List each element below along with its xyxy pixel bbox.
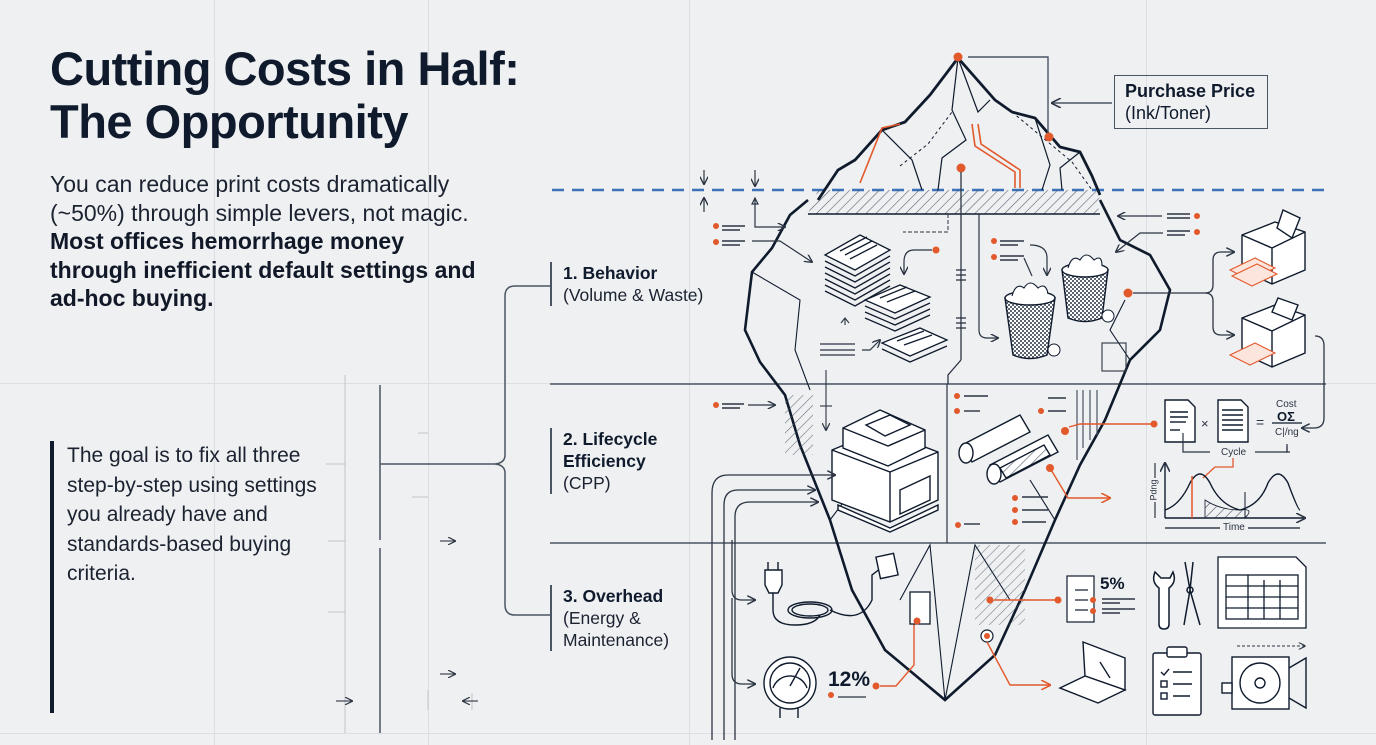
grid-line bbox=[689, 0, 690, 745]
formula-mid: OΣ bbox=[1277, 409, 1295, 424]
grid-line bbox=[214, 0, 215, 745]
grid-line bbox=[428, 0, 429, 745]
cycle-label: Cycle bbox=[1219, 447, 1249, 458]
chart-x-label: Time bbox=[1220, 522, 1248, 533]
spreadsheet-icon bbox=[1217, 556, 1307, 629]
paper-stack-icon bbox=[823, 234, 949, 363]
feed-arrows bbox=[711, 475, 835, 740]
fan-unit-icon bbox=[1221, 656, 1307, 710]
pliers-icon bbox=[1183, 561, 1201, 626]
maintenance-percent: 5% bbox=[1100, 574, 1125, 593]
document-icon bbox=[1164, 399, 1196, 443]
iceberg-tip bbox=[816, 55, 1102, 201]
legend-markers-left bbox=[722, 225, 745, 246]
grid-line bbox=[1146, 0, 1147, 745]
lever-heading: 3. Overhead bbox=[563, 586, 664, 606]
clipboard-checklist-icon bbox=[1152, 646, 1202, 716]
intro-bold-text: Most offices hemorrhage money through in… bbox=[50, 228, 476, 311]
formula-denominator: C|/ng bbox=[1275, 427, 1299, 438]
printer-icon bbox=[1228, 209, 1306, 287]
formula-times: × bbox=[1201, 416, 1209, 431]
purchase-price-label: Purchase Price (Ink/Toner) bbox=[1114, 75, 1268, 129]
gauge-icon bbox=[763, 656, 817, 718]
lever-subtitle: (Energy & Maintenance) bbox=[563, 608, 670, 650]
wrench-icon bbox=[1152, 570, 1176, 630]
connector-lines bbox=[379, 285, 1326, 733]
trash-bin-icon bbox=[1061, 254, 1115, 323]
tip-accent-lines bbox=[859, 123, 1021, 188]
tip-marker bbox=[953, 52, 963, 62]
title-line-2: The Opportunity bbox=[50, 95, 409, 148]
small-arrows bbox=[336, 541, 478, 701]
toner-cartridge-icon bbox=[958, 414, 1059, 485]
faint-ticks bbox=[326, 375, 473, 733]
printer-icon bbox=[1228, 297, 1306, 368]
title-line-1: Cutting Costs in Half: bbox=[50, 42, 520, 95]
plug-icon bbox=[764, 552, 899, 626]
iceberg-facets bbox=[751, 271, 1131, 701]
maintenance-sheet-icon bbox=[1066, 575, 1095, 623]
lever-lifecycle: 2. Lifecycle Efficiency (CPP) bbox=[550, 428, 683, 494]
lever-subtitle: (Volume & Waste) bbox=[563, 285, 704, 305]
goal-callout: The goal is to fix all three step-by-ste… bbox=[50, 441, 352, 713]
lever-heading: 2. Lifecycle Efficiency bbox=[563, 429, 658, 471]
vertical-bars bbox=[1076, 390, 1098, 460]
chart-y-label: Pdng bbox=[1148, 479, 1159, 501]
cycle-chart bbox=[1165, 463, 1305, 529]
purchase-price-heading: Purchase Price bbox=[1125, 81, 1256, 101]
page-title: Cutting Costs in Half: The Opportunity bbox=[50, 42, 520, 148]
purchase-price-subtitle: (Ink/Toner) bbox=[1125, 103, 1212, 123]
formula-equals: = bbox=[1256, 414, 1265, 430]
lever-overhead: 3. Overhead (Energy & Maintenance) bbox=[550, 585, 688, 651]
laptop-wrench-icon bbox=[1058, 640, 1127, 704]
energy-percent: 12% bbox=[828, 668, 871, 691]
grid-line bbox=[0, 733, 1376, 734]
document-icon bbox=[1217, 399, 1249, 443]
intro-paragraph: You can reduce print costs dramatically … bbox=[50, 170, 480, 313]
multifunction-printer-icon bbox=[831, 409, 939, 533]
lever-behavior: 1. Behavior (Volume & Waste) bbox=[550, 262, 703, 306]
formula-numerator: Cost bbox=[1276, 399, 1297, 410]
intro-plain-text: You can reduce print costs dramatically … bbox=[50, 171, 469, 226]
lever-subtitle: (CPP) bbox=[563, 473, 611, 493]
goal-callout-text: The goal is to fix all three step-by-ste… bbox=[67, 444, 317, 585]
trash-bin-icon bbox=[1004, 282, 1061, 360]
lever-heading: 1. Behavior bbox=[563, 263, 658, 283]
